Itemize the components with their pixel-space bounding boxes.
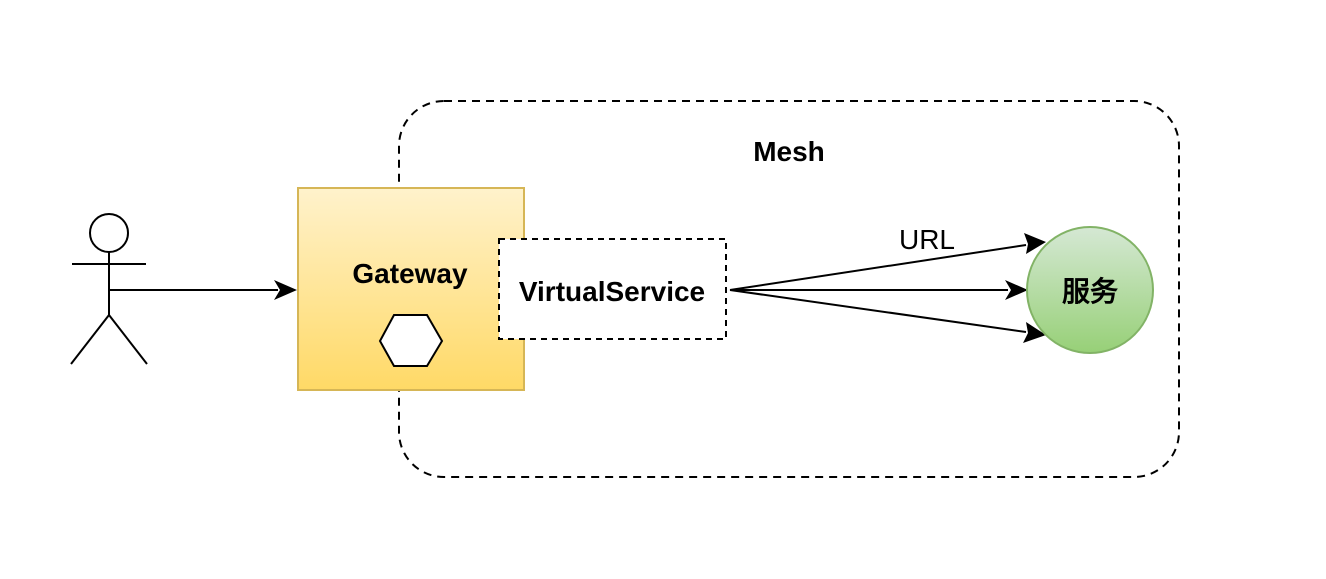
route-arrow-top xyxy=(729,244,1027,291)
virtual-service-label: VirtualService xyxy=(519,276,705,307)
gateway-label: Gateway xyxy=(352,258,468,289)
route-arrowhead-middle xyxy=(1005,280,1028,300)
route-arrow-bottom xyxy=(729,289,1027,333)
route-arrowhead-top xyxy=(1024,233,1046,254)
mesh-label: Mesh xyxy=(753,136,825,167)
actor-to-gateway-arrow xyxy=(109,280,297,300)
routing-arrows xyxy=(729,233,1046,343)
gateway-hexagon-icon xyxy=(378,314,444,367)
url-edge-label: URL xyxy=(899,224,955,255)
virtual-service-box xyxy=(498,238,727,340)
user-actor-icon xyxy=(70,213,148,365)
route-arrowhead-bottom xyxy=(1023,322,1046,343)
service-node xyxy=(1026,226,1154,354)
service-label: 服务 xyxy=(1062,276,1118,307)
